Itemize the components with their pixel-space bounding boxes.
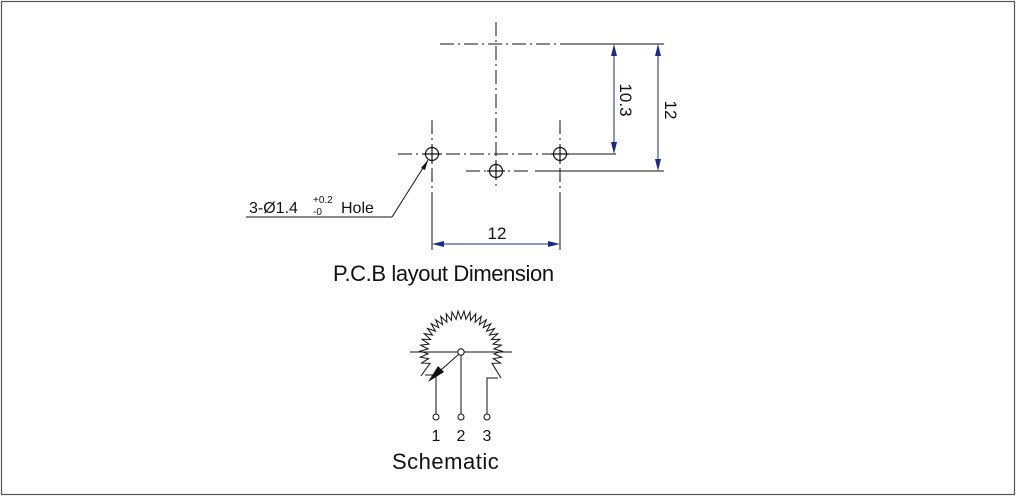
hole-leader-arrow: [421, 160, 428, 170]
hole-callout-prefix: 3-Ø1.4: [249, 200, 298, 217]
pcb-layout-title: P.C.B layout Dimension: [333, 261, 554, 286]
dimension-lines: [434, 46, 659, 245]
lead-1: [425, 374, 437, 414]
resistor-track: [418, 309, 504, 379]
centerlines: [398, 22, 612, 200]
hole-leader: [246, 159, 429, 218]
pcb-layout-drawing: [246, 22, 664, 250]
schematic-title: Schematic: [392, 449, 499, 474]
dimension-horizontal: 12: [488, 224, 507, 243]
pin-label-3: 3: [483, 428, 492, 445]
mounting-holes: [423, 145, 569, 180]
wiper-arrowhead: [428, 366, 444, 382]
dimension-vertical-inner: 10.3: [616, 83, 635, 116]
pin-label-2: 2: [457, 428, 466, 445]
hole-callout-tol-upper: +0.2: [313, 195, 333, 206]
schematic-symbol: [410, 309, 512, 421]
lead-3: [486, 377, 498, 414]
terminal-1: [432, 413, 440, 421]
dimension-vertical-outer: 12: [661, 101, 680, 120]
terminal-2: [457, 413, 465, 421]
hole-callout-suffix: Hole: [341, 200, 374, 217]
dimension-arrows: [432, 44, 661, 247]
extension-lines: [431, 43, 664, 250]
pin-label-1: 1: [432, 428, 441, 445]
terminal-3: [483, 413, 491, 421]
hole-callout-tol-lower: -0: [313, 207, 322, 218]
hole-callout: 3-Ø1.4 +0.2 -0 Hole: [249, 190, 374, 219]
